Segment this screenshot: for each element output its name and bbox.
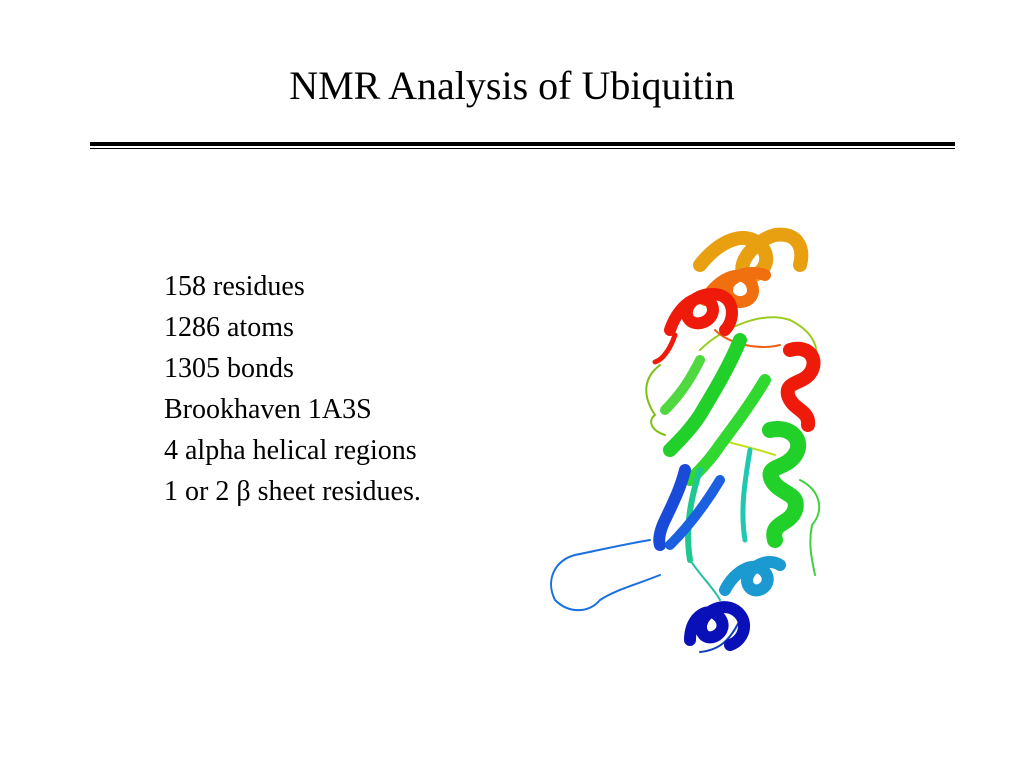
fact-atoms: 1286 atoms <box>164 312 294 343</box>
strand-green-2 <box>684 374 771 486</box>
title-divider-thick <box>90 142 955 146</box>
strand-green-1 <box>663 333 747 457</box>
fact-residues: 158 residues <box>164 271 305 302</box>
fact-helical-regions: 4 alpha helical regions <box>164 435 417 466</box>
coil-loop-bottom-left <box>550 539 661 612</box>
fact-sheet-residues: 1 or 2 β sheet residues. <box>164 476 421 507</box>
strand-blue-2 <box>665 475 725 550</box>
helix-orange <box>699 267 771 308</box>
helix-red-tail <box>652 332 678 365</box>
title-divider-thin <box>90 148 955 149</box>
coil-loop-top <box>699 316 818 361</box>
strand-teal <box>685 467 703 563</box>
fact-list: 158 residues 1286 atoms 1305 bonds Brook… <box>164 266 421 512</box>
helix-red-left <box>664 288 738 336</box>
coil-loop-right <box>799 479 821 576</box>
helix-green-right <box>762 421 807 548</box>
fact-bonds: 1305 bonds <box>164 353 294 384</box>
coil-link-teal <box>689 559 721 601</box>
strand-green-3 <box>660 355 705 415</box>
helix-navy <box>684 601 750 651</box>
helix-cyan <box>719 556 786 597</box>
strand-blue-1 <box>653 464 691 551</box>
coil-loop-left <box>645 364 666 436</box>
coil-loop-red <box>714 329 781 348</box>
protein-ribbon-image <box>550 227 821 653</box>
helix-red-right <box>780 341 821 432</box>
coil-link-bottom <box>699 619 741 653</box>
strand-teal-2 <box>740 447 753 543</box>
fact-pdb-id: Brookhaven 1A3S <box>164 394 372 425</box>
slide-title: NMR Analysis of Ubiquitin <box>289 63 735 108</box>
